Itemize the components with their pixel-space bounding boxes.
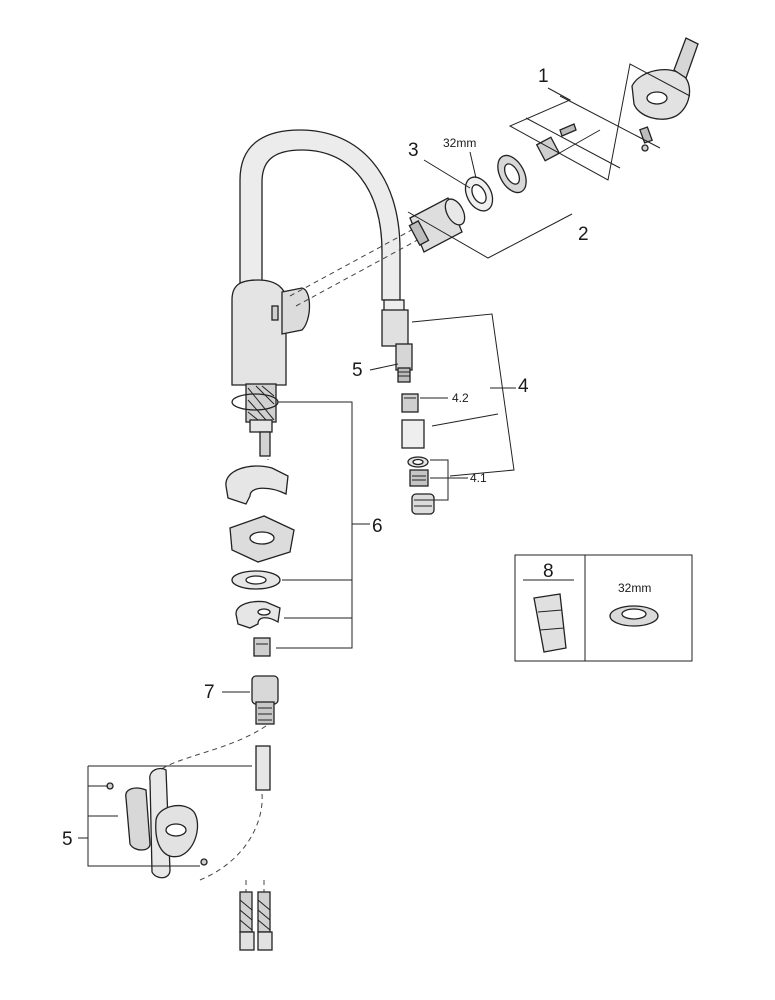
callout-3: 3: [408, 140, 419, 161]
faucet-body: [231, 129, 401, 433]
hose-guide-bracket: [106, 767, 208, 879]
hose-dashed-lower: [159, 725, 267, 881]
supply-hoses: [239, 880, 273, 951]
callout-1-bracket: [508, 63, 691, 181]
callout-4-2: 4.2: [452, 391, 469, 405]
callout-4: 4: [518, 376, 529, 397]
callout-4-bracket: [411, 313, 515, 477]
legend-nut-size: 32mm: [618, 581, 651, 595]
legend-number-8: 8: [543, 561, 554, 582]
callout-6-bracket: [276, 401, 370, 649]
callout-5-bracket-label: 5: [62, 829, 73, 850]
callout-5-spray: 5: [352, 360, 363, 381]
pullout-spray: [381, 299, 413, 383]
lever-handle: [631, 37, 699, 120]
callout-7: 7: [204, 682, 215, 703]
callout-1: 1: [538, 66, 549, 87]
mounting-parts: [225, 393, 295, 657]
spray-parts: [401, 393, 435, 515]
hose-weight: [255, 745, 271, 791]
callout-2: 2: [578, 224, 589, 245]
callout-6: 6: [372, 516, 383, 537]
quick-connector: [251, 675, 279, 725]
callout-2-bracket: [407, 211, 573, 259]
cartridge-assembly: [408, 123, 653, 253]
accessory-legend-box: 8 32mm: [514, 554, 693, 662]
nut-size-label: 32mm: [443, 136, 476, 150]
callout-4-1: 4.1: [470, 471, 487, 485]
callout-5-bracket: [87, 765, 252, 867]
